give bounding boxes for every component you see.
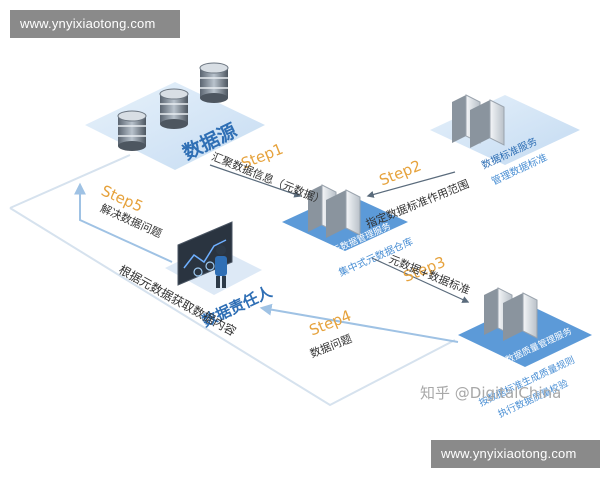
watermark-top: www.ynyixiaotong.com [10, 10, 180, 38]
flow-arrows [74, 164, 470, 343]
database-icon [199, 62, 229, 103]
step2-label: Step2 [377, 156, 424, 189]
data-standard-node: 数据标准服务 管理数据标准 [430, 94, 580, 188]
step2-desc: 指定数据标准作用范围 [364, 177, 471, 231]
dashboard-icon [177, 221, 233, 286]
server-icon [452, 94, 505, 148]
database-icon [159, 88, 189, 129]
data-source-node: 数据源 [85, 62, 265, 170]
server-icon [484, 287, 538, 341]
person-icon [215, 245, 227, 288]
watermark-bottom: www.ynyixiaotong.com [431, 440, 600, 468]
credit-text: 知乎 @DigitalChina [420, 384, 562, 402]
server-icon [308, 184, 361, 238]
database-icon [117, 110, 147, 151]
